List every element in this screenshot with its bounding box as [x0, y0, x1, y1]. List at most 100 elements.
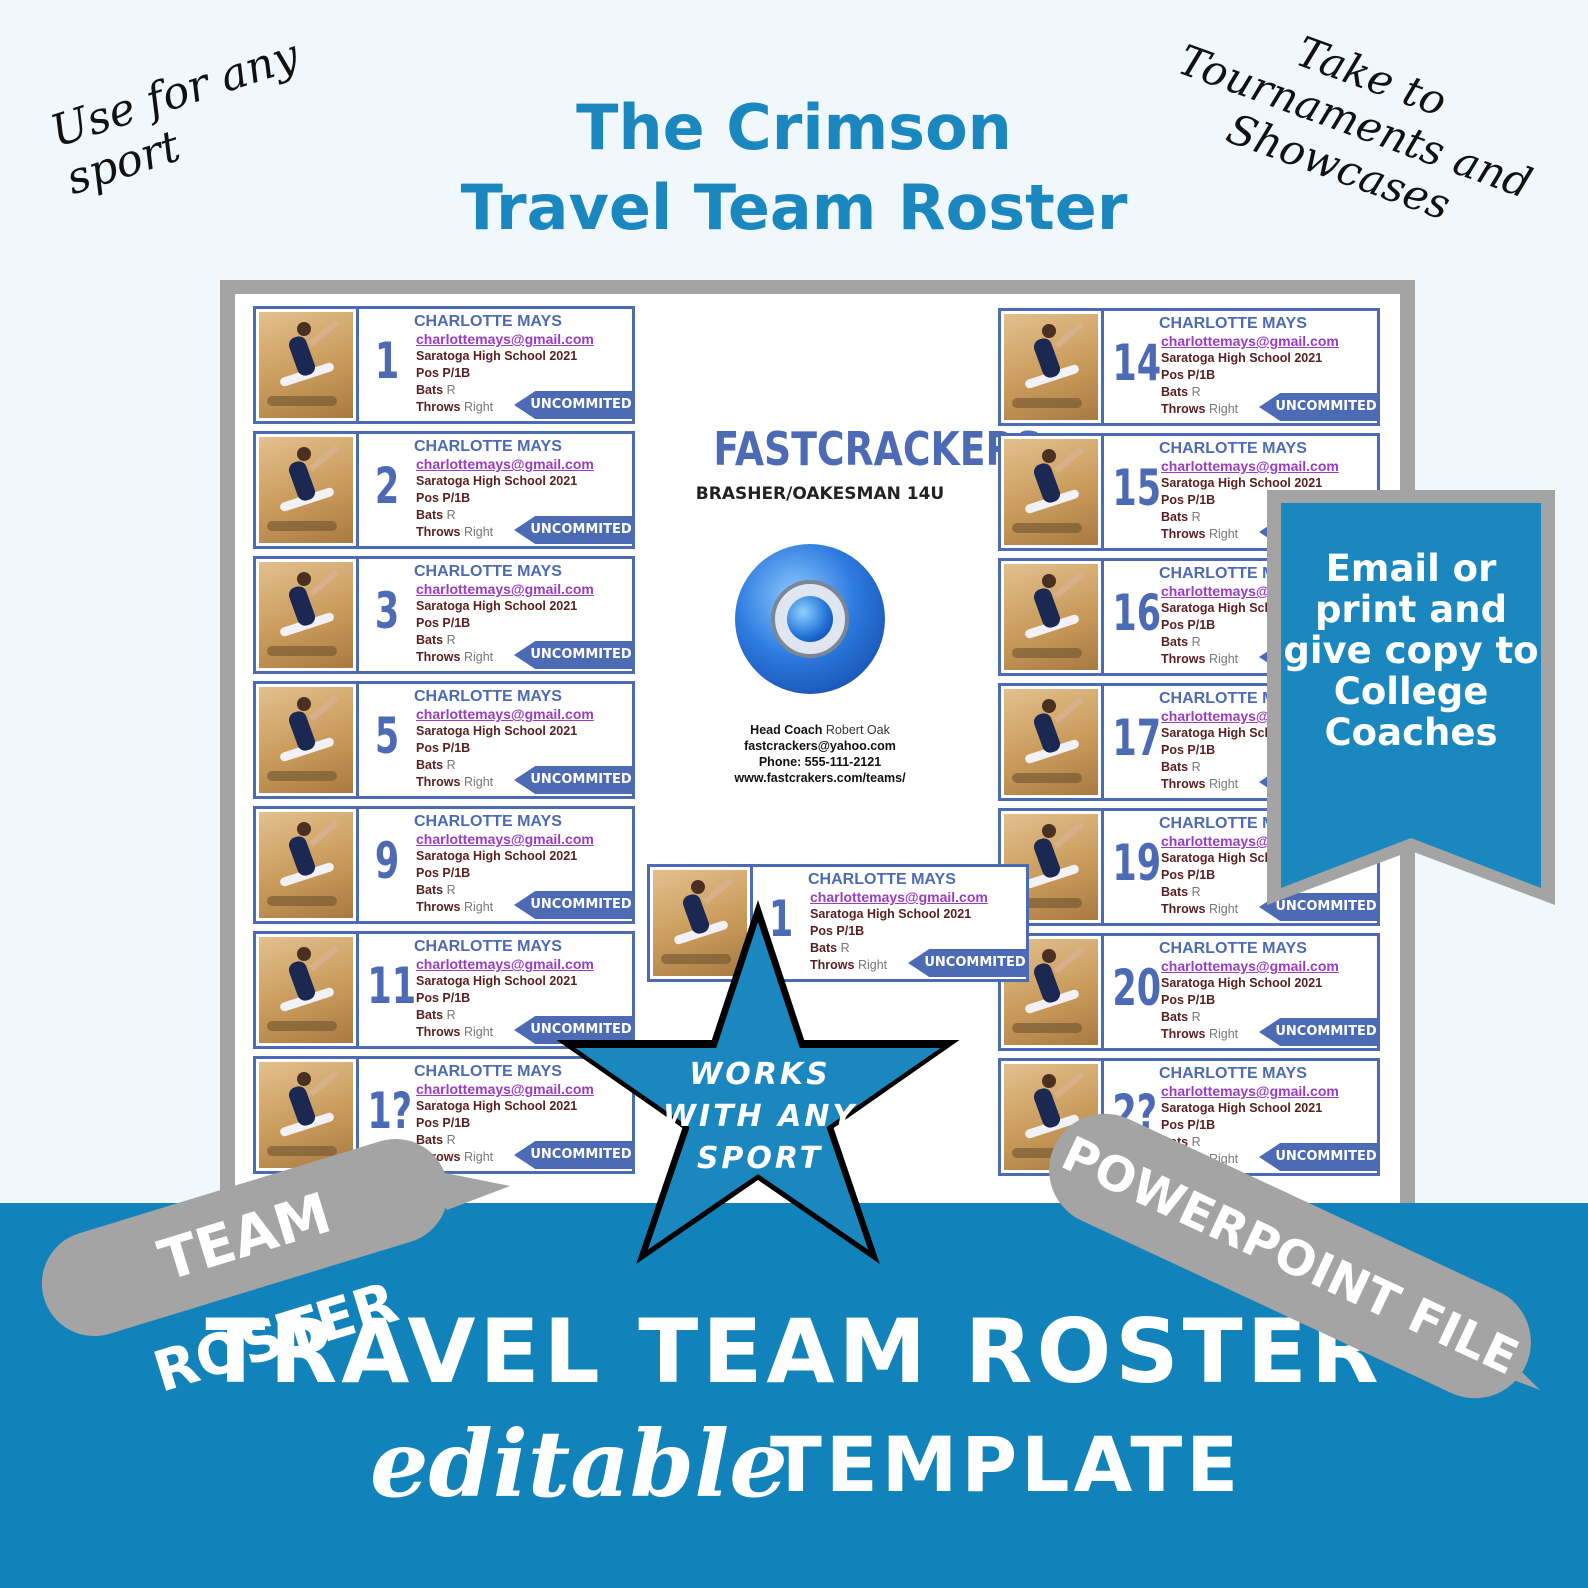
player-pos: Pos P/1B [1161, 618, 1216, 632]
player-email[interactable]: charlottemays@gmail.com [1161, 458, 1339, 474]
status-badge: UNCOMMITED [1259, 393, 1377, 421]
player-school: Saratoga High School 2021 [416, 974, 578, 988]
player-name: CHARLOTTE MAYS [414, 313, 562, 330]
star-line-1: WORKS [689, 1057, 831, 1092]
status-badge: UNCOMMITED [514, 391, 632, 419]
player-photo [1004, 439, 1098, 545]
player-pos: Pos P/1B [416, 491, 471, 505]
player-photo [1004, 314, 1098, 420]
player-throws: Throws Right [1161, 777, 1239, 791]
player-pos: Pos P/1B [1161, 868, 1216, 882]
status-badge: UNCOMMITED [514, 1141, 632, 1169]
player-email[interactable]: charlottemays@gmail.com [416, 706, 594, 722]
player-pos: Pos P/1B [810, 924, 865, 938]
player-bats: Bats R [416, 758, 456, 772]
player-pos: Pos P/1B [416, 366, 471, 380]
player-name: CHARLOTTE MAYS [414, 563, 562, 580]
player-pos: Pos P/1B [416, 1116, 471, 1130]
player-number: 15 [1112, 459, 1162, 517]
player-photo [259, 1062, 353, 1168]
player-pos: Pos P/1B [1161, 368, 1216, 382]
player-school: Saratoga High School 2021 [1161, 476, 1323, 490]
player-name: CHARLOTTE MAYS [414, 1063, 562, 1080]
player-number: 1 [768, 890, 794, 948]
player-email[interactable]: charlottemays@gmail.com [416, 956, 594, 972]
player-bats: Bats R [1161, 635, 1201, 649]
player-name: CHARLOTTE MAYS [1159, 1065, 1307, 1082]
player-pos: Pos P/1B [416, 866, 471, 880]
player-photo [259, 687, 353, 793]
player-bats: Bats R [416, 883, 456, 897]
player-throws: Throws Right [1161, 527, 1239, 541]
player-email[interactable]: charlottemays@gmail.com [1161, 333, 1339, 349]
team-website: www.fastcrakers.com/teams/ [734, 771, 906, 785]
player-name: CHARLOTTE MAYS [808, 871, 956, 888]
player-throws: Throws Right [416, 400, 494, 414]
player-pos: Pos P/1B [416, 991, 471, 1005]
player-pos: Pos P/1B [1161, 493, 1216, 507]
star-line-2: WITH ANY [662, 1099, 858, 1134]
player-email[interactable]: charlottemays@gmail.com [1161, 1083, 1339, 1099]
player-throws: Throws Right [1161, 1027, 1239, 1041]
player-pos: Pos P/1B [1161, 743, 1216, 757]
player-email[interactable]: charlottemays@gmail.com [416, 456, 594, 472]
player-photo [259, 562, 353, 668]
player-pos: Pos P/1B [1161, 993, 1216, 1007]
team-division: BRASHER/OAKESMAN 14U [695, 484, 945, 504]
player-photo [259, 937, 353, 1043]
player-email[interactable]: charlottemays@gmail.com [416, 331, 594, 347]
roster-sheet: FASTCRACKERS BRASHER/OAKESMAN 14U Head C… [235, 294, 1400, 1204]
player-bats: Bats R [416, 383, 456, 397]
player-name: CHARLOTTE MAYS [414, 688, 562, 705]
player-throws: Throws Right [416, 900, 494, 914]
player-name: CHARLOTTE MAYS [414, 938, 562, 955]
player-bats: Bats R [1161, 385, 1201, 399]
status-badge: UNCOMMITED [514, 766, 632, 794]
star-line-3: SPORT [696, 1141, 824, 1176]
player-name: CHARLOTTE MAYS [1159, 940, 1307, 957]
player-throws: Throws Right [416, 775, 494, 789]
player-school: Saratoga High School 2021 [416, 474, 578, 488]
player-school: Saratoga High School 2021 [1161, 351, 1323, 365]
player-number: 19 [1112, 834, 1162, 892]
coach-info: Head Coach Robert Oak fastcrackers@yahoo… [690, 722, 950, 786]
player-school: Saratoga High School 2021 [1161, 976, 1323, 990]
player-name: CHARLOTTE MAYS [1159, 315, 1307, 332]
team-phone: Phone: 555-111-2121 [758, 755, 882, 769]
player-email[interactable]: charlottemays@gmail.com [810, 889, 988, 905]
coach-name: Robert Oak [825, 723, 890, 737]
status-badge: UNCOMMITED [1259, 1018, 1377, 1046]
player-photo [653, 870, 747, 976]
player-photo [1004, 689, 1098, 795]
team-name: FASTCRACKERS [713, 422, 1042, 476]
player-email[interactable]: charlottemays@gmail.com [416, 831, 594, 847]
player-throws: Throws Right [416, 525, 494, 539]
player-bats: Bats R [1161, 760, 1201, 774]
player-number: 16 [1112, 584, 1162, 642]
player-email[interactable]: charlottemays@gmail.com [1161, 958, 1339, 974]
player-school: Saratoga High School 2021 [1161, 1101, 1323, 1115]
player-school: Saratoga High School 2021 [416, 349, 578, 363]
star-text: WORKS WITH ANY SPORT [620, 1054, 900, 1180]
player-bats: Bats R [416, 1008, 456, 1022]
player-photo [259, 312, 353, 418]
player-email[interactable]: charlottemays@gmail.com [416, 581, 594, 597]
player-photo [259, 812, 353, 918]
page-title: The Crimson Travel Team Roster [0, 88, 1588, 248]
team-logo-icon [735, 544, 885, 694]
player-email[interactable]: charlottemays@gmail.com [416, 1081, 594, 1097]
status-badge: UNCOMMITED [514, 891, 632, 919]
player-bats: Bats R [1161, 885, 1201, 899]
player-throws: Throws Right [416, 650, 494, 664]
bottom-title: TRAVEL TEAM ROSTER [205, 1300, 1383, 1403]
player-school: Saratoga High School 2021 [810, 907, 972, 921]
player-throws: Throws Right [1161, 402, 1239, 416]
